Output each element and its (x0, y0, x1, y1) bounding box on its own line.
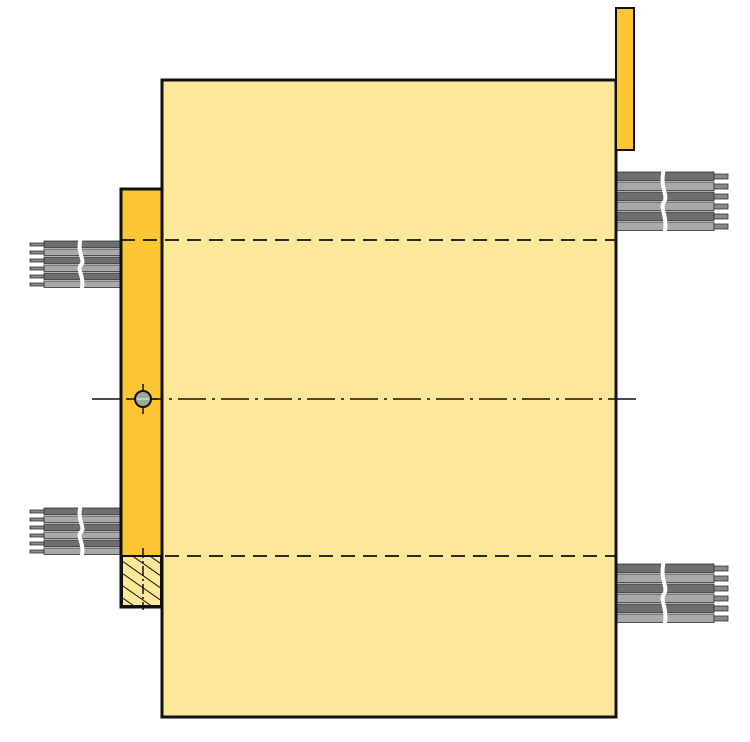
right-lower-cable-bundle (615, 560, 729, 628)
wire-tip (29, 509, 45, 514)
break-mark (660, 560, 668, 628)
wire-tip (29, 541, 45, 546)
wire-tip (713, 565, 729, 572)
left-lower-cable-bundle (29, 504, 122, 560)
right-upper-cable-bundle (615, 168, 729, 236)
left-upper-cable-bundle (29, 237, 122, 293)
cable-bundles (29, 168, 729, 628)
right-top-tab (615, 7, 635, 151)
wire (43, 240, 122, 248)
wire-tip (713, 605, 729, 612)
wire-tip (713, 173, 729, 180)
wire-tip (713, 213, 729, 220)
wire-tip (29, 250, 45, 255)
wire-tip (29, 282, 45, 287)
wire-tip (29, 242, 45, 247)
hatched-section (121, 555, 162, 607)
wire-tip (29, 549, 45, 554)
wire-tip (713, 193, 729, 200)
wire-tip (29, 274, 45, 279)
wire-tip (713, 575, 729, 582)
wire-tip (29, 517, 45, 522)
break-mark (77, 504, 85, 560)
wire (43, 507, 122, 515)
wire-tip (713, 203, 729, 210)
break-mark (77, 237, 85, 293)
wire-tip (713, 183, 729, 190)
wire-tip (29, 266, 45, 271)
wire-tip (713, 585, 729, 592)
wire-tip (713, 223, 729, 230)
screw-icon (128, 384, 158, 414)
wire-tip (713, 615, 729, 622)
wire-tip (29, 525, 45, 530)
wire-tip (29, 533, 45, 538)
wire-tip (29, 258, 45, 263)
wire-tip (713, 595, 729, 602)
break-mark (660, 168, 668, 236)
